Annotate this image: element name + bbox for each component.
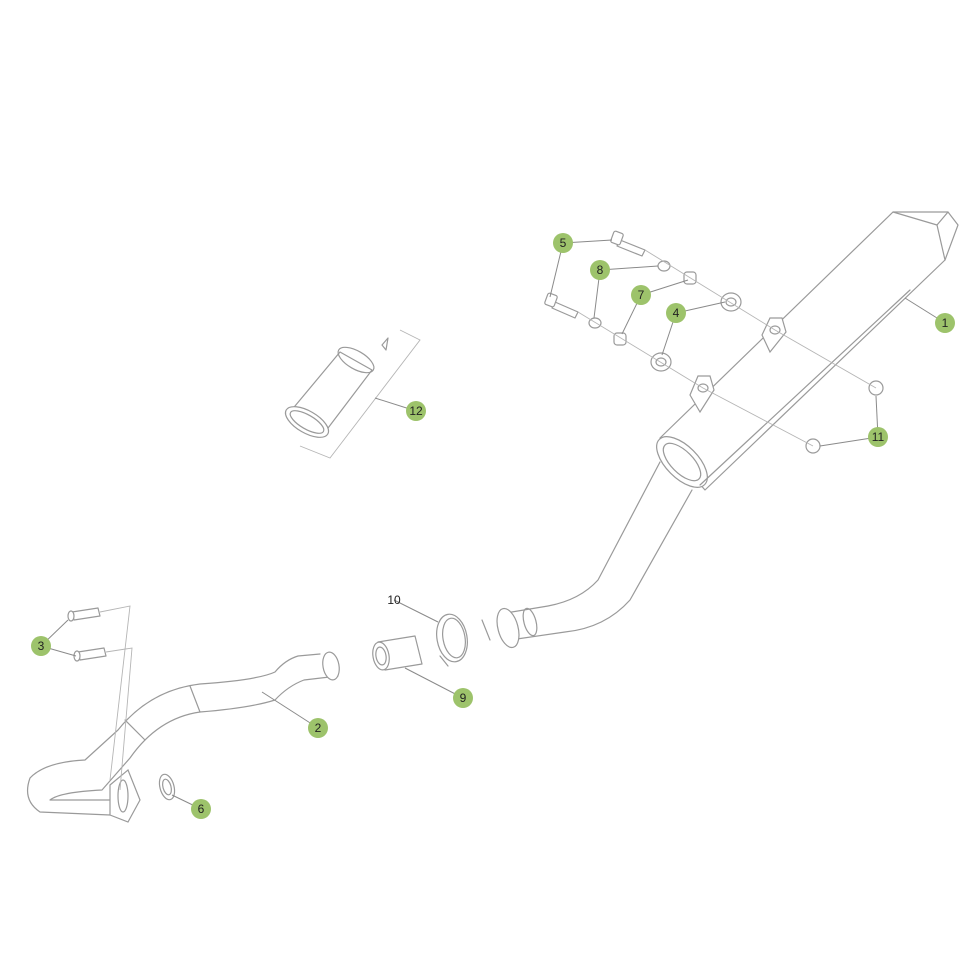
- rear-link-pipe: [481, 461, 693, 649]
- svg-text:1: 1: [942, 316, 949, 330]
- callout-5: 5: [553, 233, 573, 253]
- header-bolts: [67, 605, 133, 791]
- callout-3: 3: [31, 636, 51, 656]
- callout-4: 4: [666, 303, 686, 323]
- svg-text:7: 7: [638, 288, 645, 302]
- connection-sleeve: [372, 635, 423, 671]
- header-pipe: [27, 651, 340, 823]
- callout-2: 2: [308, 718, 328, 738]
- svg-text:8: 8: [597, 263, 604, 277]
- svg-text:6: 6: [198, 802, 205, 816]
- pipe-clamp: [436, 613, 468, 667]
- svg-text:11: 11: [872, 430, 885, 444]
- callout-12: 12: [406, 401, 426, 421]
- svg-text:12: 12: [409, 404, 423, 418]
- leader-lines: [40, 239, 946, 810]
- callout-11: 11: [868, 427, 888, 447]
- callout-9: 9: [453, 688, 473, 708]
- svg-text:3: 3: [38, 639, 45, 653]
- svg-text:4: 4: [673, 306, 680, 320]
- svg-text:10: 10: [387, 593, 401, 607]
- svg-text:5: 5: [560, 236, 567, 250]
- callout-1: 1: [935, 313, 955, 333]
- svg-text:9: 9: [460, 691, 467, 705]
- silencer-muffler: [656, 211, 959, 491]
- callout-10: 10: [387, 593, 401, 607]
- callout-6: 6: [191, 799, 211, 819]
- svg-text:2: 2: [315, 721, 322, 735]
- callout-8: 8: [590, 260, 610, 280]
- mounting-hardware: [544, 230, 884, 454]
- callout-7: 7: [631, 285, 651, 305]
- exhaust-gasket: [158, 773, 176, 801]
- silencer-insert: [284, 329, 421, 459]
